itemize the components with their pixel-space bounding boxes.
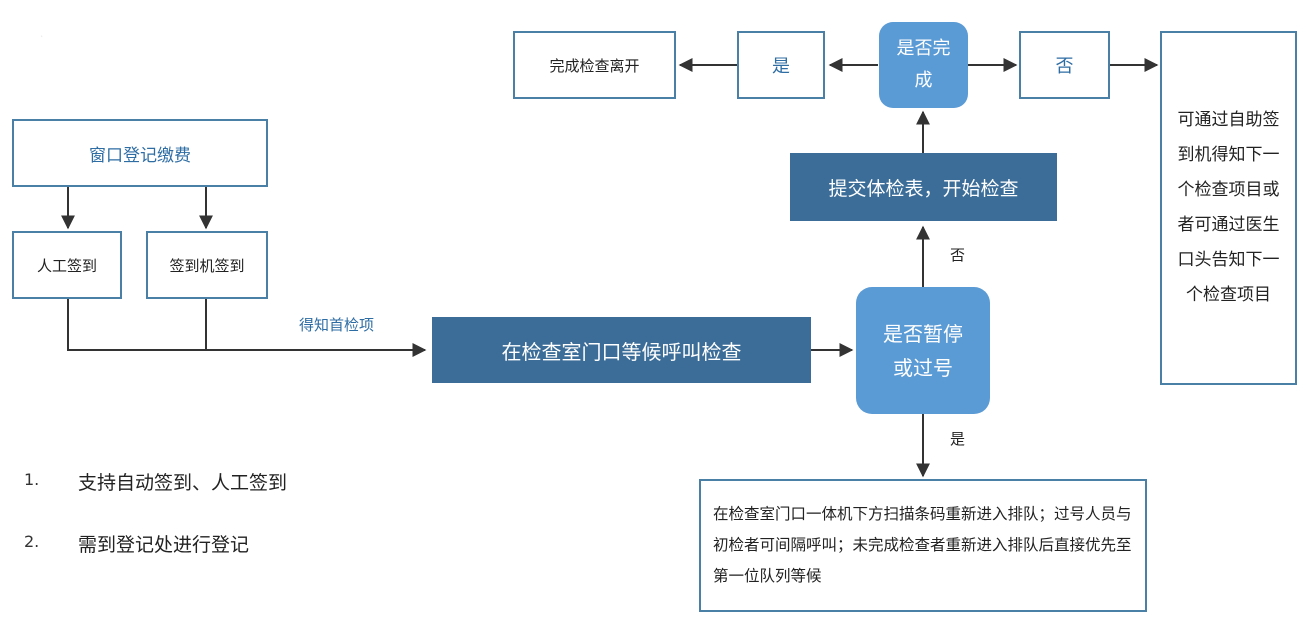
node-requeue-note: 在检查室门口一体机下方扫描条码重新进入排队；过号人员与初检者可间隔呼叫；未完成检…: [699, 479, 1147, 612]
arrow-to-wait: [67, 299, 427, 357]
node-manual-checkin: 人工签到: [12, 231, 122, 299]
edge-label-no: 否: [950, 246, 966, 264]
note-number-1: 1.: [24, 470, 40, 489]
node-submit-form: 提交体检表，开始检查: [790, 153, 1057, 221]
node-no: 否: [1019, 31, 1110, 99]
node-kiosk-checkin: 签到机签到: [146, 231, 268, 299]
node-paused-or-skipped-decision: 是否暂停或过号: [856, 287, 990, 414]
note-text-1: 支持自动签到、人工签到: [78, 472, 288, 494]
note-text-2: 需到登记处进行登记: [78, 534, 250, 556]
node-window-register: 窗口登记缴费: [12, 119, 268, 187]
edge-label-yes: 是: [950, 430, 966, 448]
node-next-item-info: 可通过自助签到机得知下一个检查项目或者可通过医生口头告知下一个检查项目: [1160, 31, 1297, 385]
edge-label-first-item: 得知首检项: [299, 316, 375, 334]
node-complete-decision: 是否完成: [879, 22, 968, 108]
node-wait-for-call: 在检查室门口等候呼叫检查: [432, 317, 811, 383]
node-yes: 是: [737, 31, 825, 99]
note-number-2: 2.: [24, 532, 40, 551]
node-complete-leave: 完成检查离开: [513, 31, 676, 99]
